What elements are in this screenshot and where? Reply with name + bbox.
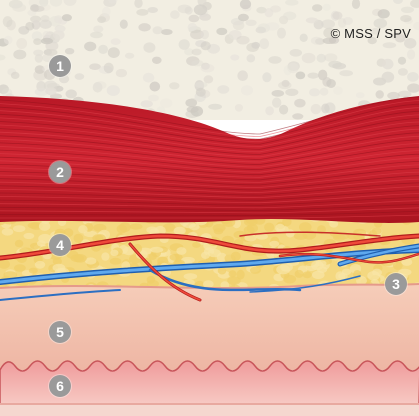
- marker-6: 6: [49, 375, 71, 397]
- marker-5: 5: [49, 321, 71, 343]
- marker-1: 1: [49, 55, 71, 77]
- marker-4: 4: [49, 234, 71, 256]
- bottom-band: [0, 404, 419, 416]
- marker-2: 2: [49, 161, 71, 183]
- copyright-label: © MSS / SPV: [331, 26, 411, 41]
- marker-3: 3: [385, 273, 407, 295]
